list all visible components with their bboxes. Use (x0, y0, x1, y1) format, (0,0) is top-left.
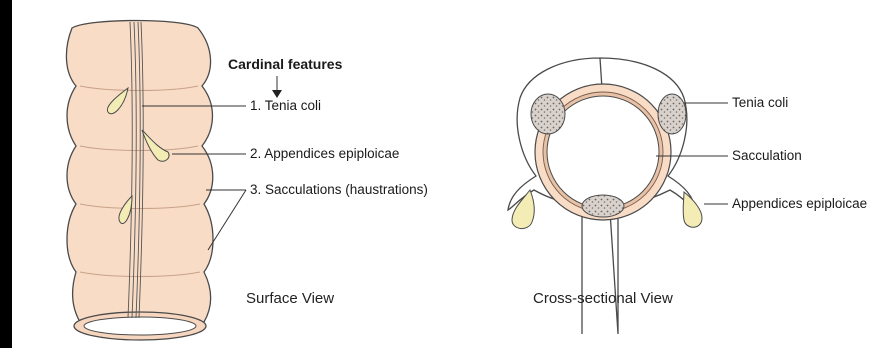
colon-surface-drawing (66, 21, 213, 341)
cardinal-features-header: Cardinal features (228, 57, 342, 71)
tenia-coli-left (531, 94, 565, 134)
label-appendices-cross: Appendices epiploicae (732, 197, 867, 211)
label-appendices-surface: 2. Appendices epiploicae (250, 147, 399, 161)
appendix-left (512, 190, 534, 229)
cross-section-caption: Cross-sectional View (533, 291, 673, 306)
tenia-coli-bottom (582, 195, 624, 217)
appendix-right (683, 192, 702, 227)
label-tenia-coli-surface: 1. Tenia coli (250, 99, 321, 113)
label-tenia-coli-cross: Tenia coli (732, 96, 788, 110)
surface-view-caption: Surface View (246, 291, 334, 306)
label-sacculation-cross: Sacculation (732, 149, 802, 163)
label-sacculations-surface: 3. Sacculations (haustrations) (250, 183, 428, 197)
tenia-coli-right (658, 94, 686, 134)
